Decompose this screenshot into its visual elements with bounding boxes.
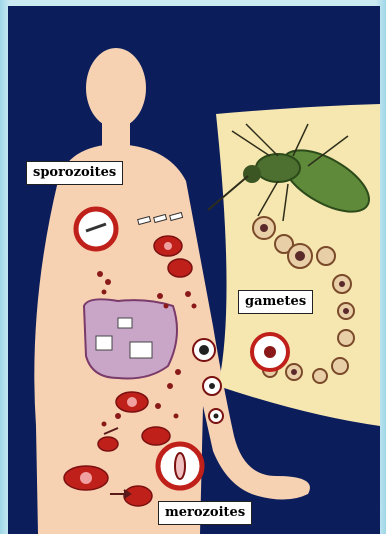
merozoite-inset [158,444,202,488]
label-sporozoites: sporozoites [26,161,123,185]
mosquito-panel [208,104,380,426]
malaria-lifecycle-illustration [8,6,380,534]
label-merozoites: merozoites [158,501,252,525]
label-gametes: gametes [238,290,313,314]
diagram-panel: sporozoites gametes merozoites [8,6,380,534]
liver [84,299,177,378]
